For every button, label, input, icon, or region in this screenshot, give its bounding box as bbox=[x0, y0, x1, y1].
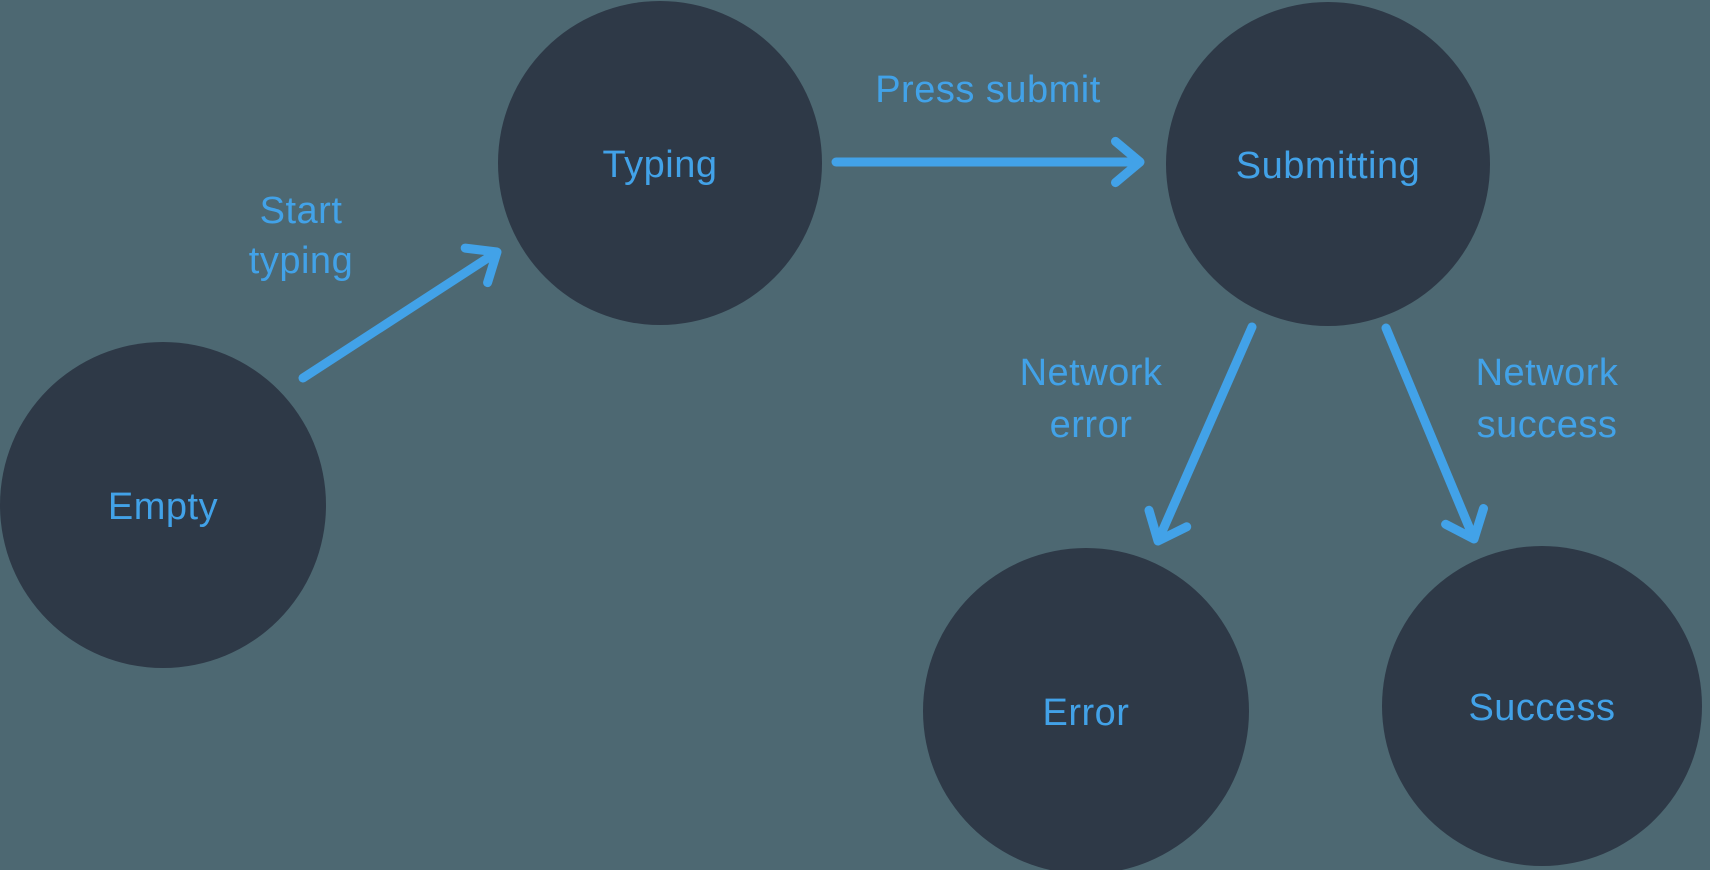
transition-label-line: Network bbox=[1020, 352, 1163, 394]
state-node-success: Success bbox=[1382, 546, 1702, 866]
arrow-shaft bbox=[298, 250, 498, 383]
transition-network-success: Network success bbox=[1381, 323, 1619, 544]
transition-label-line: error bbox=[1050, 404, 1133, 446]
arrow-head-icon bbox=[1111, 136, 1145, 188]
state-circle bbox=[498, 1, 822, 325]
arrow-head-icon bbox=[1441, 504, 1488, 544]
transition-label: Network error bbox=[1020, 352, 1163, 446]
state-node-empty: Empty bbox=[0, 342, 326, 668]
state-label: Submitting bbox=[1236, 145, 1421, 187]
arrow-shaft bbox=[1381, 323, 1477, 539]
transition-label: Network success bbox=[1476, 352, 1619, 446]
state-circle bbox=[1166, 2, 1490, 326]
transition-start-typing: Start typing bbox=[249, 190, 502, 383]
state-node-submitting: Submitting bbox=[1166, 2, 1490, 326]
arrow-head-icon bbox=[1144, 505, 1192, 546]
arrow-shaft bbox=[1155, 322, 1257, 541]
state-node-typing: Typing bbox=[498, 1, 822, 325]
transition-press-submit: Press submit bbox=[831, 69, 1145, 188]
transition-label-line: typing bbox=[249, 240, 353, 282]
transition-network-error: Network error bbox=[1020, 322, 1257, 546]
transition-label-line: Network bbox=[1476, 352, 1619, 394]
state-label: Empty bbox=[108, 486, 218, 528]
transition-label-line: success bbox=[1477, 404, 1618, 446]
transition-label-line: Start bbox=[260, 190, 343, 232]
state-circle bbox=[1382, 546, 1702, 866]
state-label: Success bbox=[1468, 687, 1615, 729]
transition-label-line: Press submit bbox=[875, 69, 1101, 111]
state-node-error: Error bbox=[923, 548, 1249, 870]
transition-label: Press submit bbox=[875, 69, 1101, 111]
state-label: Typing bbox=[603, 144, 718, 186]
arrow-head-icon bbox=[460, 243, 502, 288]
state-label: Error bbox=[1043, 692, 1130, 734]
transition-label: Start typing bbox=[249, 190, 353, 282]
state-circle bbox=[923, 548, 1249, 870]
state-circle bbox=[0, 342, 326, 668]
